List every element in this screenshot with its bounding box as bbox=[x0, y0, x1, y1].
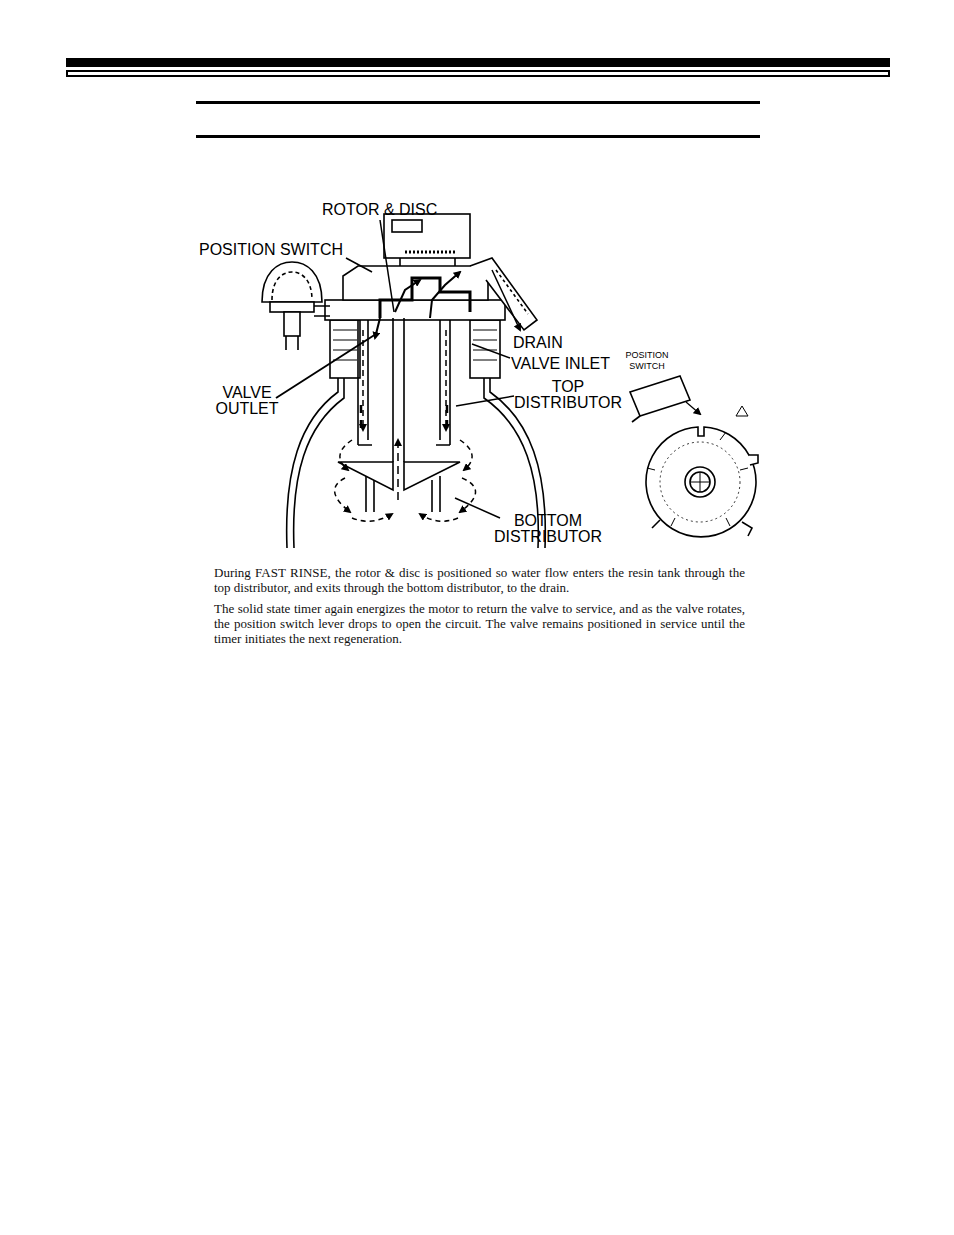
body-paragraph: The solid state timer again energizes th… bbox=[214, 601, 745, 646]
inset-label: POSITION SWITCH bbox=[612, 350, 682, 372]
callout-label: DRAIN bbox=[513, 335, 573, 351]
callout-label: BOTTOM DISTRIBUTOR bbox=[490, 513, 606, 545]
header-bar bbox=[66, 70, 890, 77]
callout-label: ROTOR & DISC bbox=[322, 202, 442, 218]
callout-label: TOP DISTRIBUTOR bbox=[510, 379, 626, 411]
rule bbox=[196, 135, 760, 138]
rule bbox=[196, 101, 760, 104]
body-paragraph: During FAST RINSE, the rotor & disc is p… bbox=[214, 565, 745, 595]
callout-label: VALVE INLET bbox=[511, 356, 621, 372]
header-bar bbox=[66, 58, 890, 67]
callout-label: POSITION SWITCH bbox=[199, 242, 369, 258]
callout-label: VALVE OUTLET bbox=[209, 385, 285, 417]
